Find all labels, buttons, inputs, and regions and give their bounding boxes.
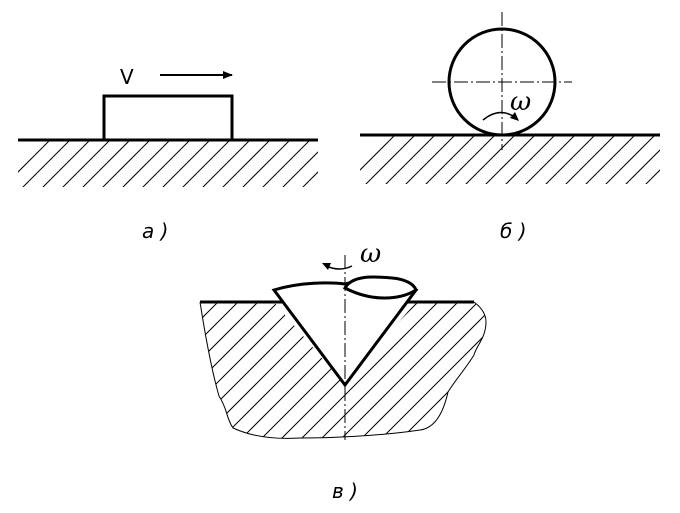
caption-a: а ) [142, 219, 168, 243]
figure-c: ω в ) [199, 239, 487, 503]
caption-b: б ) [500, 219, 527, 243]
hatching-b [360, 136, 660, 184]
hatching-a [18, 141, 318, 187]
caption-c: в ) [332, 479, 358, 503]
omega-label-c: ω [360, 239, 381, 269]
omega-label-b: ω [510, 87, 531, 117]
figure-b: ω б ) [360, 12, 660, 243]
cone-top-lens [342, 275, 418, 300]
body-outline [199, 301, 487, 439]
velocity-label: V [120, 65, 134, 89]
rotation-arrow-c [325, 265, 353, 270]
rotation-arrowhead-b [510, 112, 519, 121]
sliding-block [102, 94, 234, 142]
figure-a: V а ) [18, 65, 318, 243]
rotation-arrowhead-c [322, 263, 331, 270]
